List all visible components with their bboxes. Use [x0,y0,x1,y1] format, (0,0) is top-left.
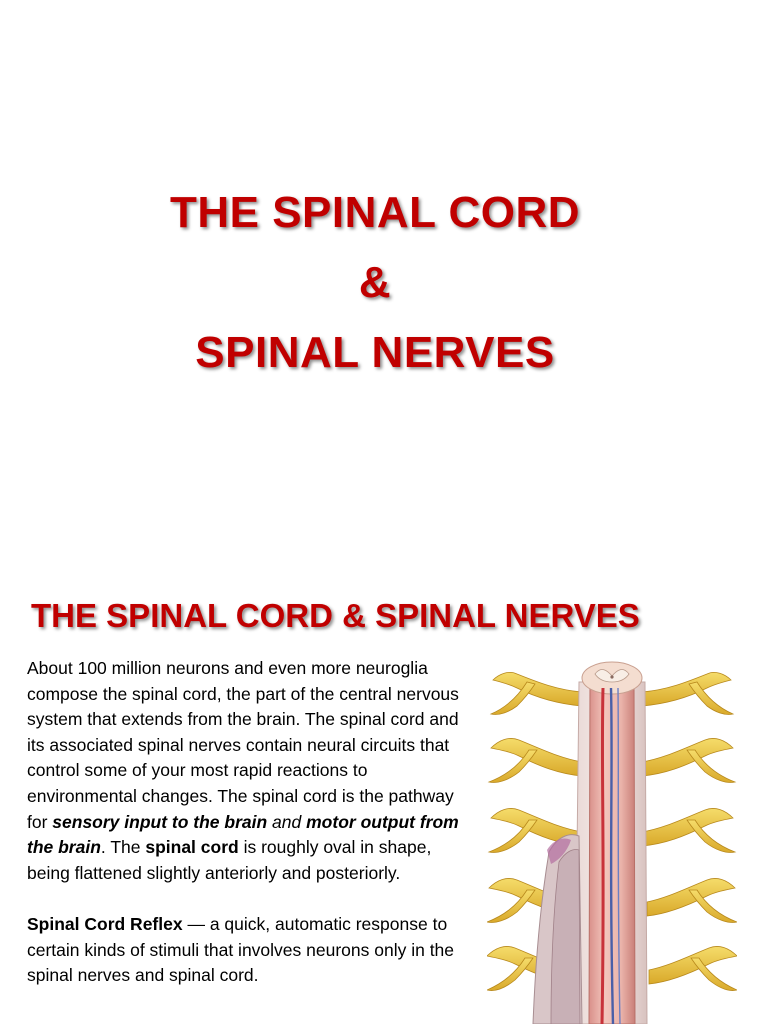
paragraph-2: Spinal Cord Reflex — a quick, automatic … [27,912,467,989]
paragraph-1-ending: is roughly oval in shape, being flattene… [27,837,432,883]
and-word: and [267,811,307,832]
term-spinal-cord-reflex: Spinal Cord Reflex [27,913,183,934]
title-line-1: THE SPINAL CORD [169,188,581,237]
after-emphasis: . The [100,837,146,858]
paragraph-gap [27,886,467,912]
paragraph-1-intro: About 100 million neurons and even more … [27,658,459,832]
paragraph-1: About 100 million neurons and even more … [27,656,467,886]
nerve-roots-right [641,672,737,991]
emphasis-sensory-input: sensory input to the brain [52,811,268,832]
body-text: About 100 million neurons and even more … [27,656,467,989]
spinal-cord-illustration [487,661,737,1024]
bold-term-spinal-cord: spinal cord [145,837,239,858]
dura-flap [532,834,583,1024]
reflex-definition: — a quick, automatic response to certain… [27,913,455,986]
title-slide-heading: THE SPINAL CORD & SPINAL NERVES [0,178,750,388]
cross-section-top [581,661,643,695]
title-line-3: SPINAL NERVES [195,328,555,377]
artery [600,687,605,1024]
vein [609,687,615,1024]
nerve-roots-left [487,672,583,991]
slide2-heading: THE SPINAL CORD & SPINAL NERVES [31,597,640,634]
emphasis-motor-output: motor output from the brain [27,811,459,858]
vein-2 [617,687,621,1024]
title-line-2: & [358,258,392,307]
